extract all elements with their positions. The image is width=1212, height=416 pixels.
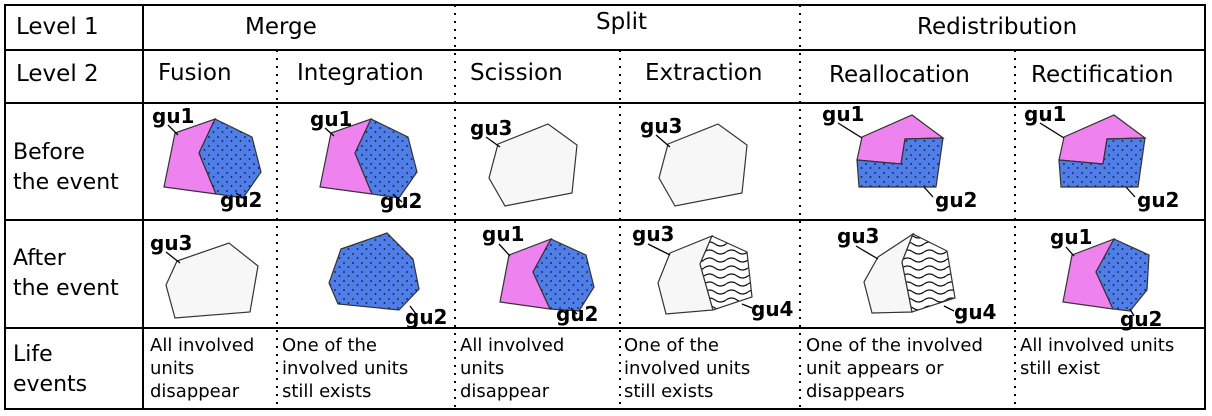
leader-line [655,134,671,148]
leader-line [570,307,578,315]
leader-line [235,192,247,201]
label-gu2: gu2 [1137,188,1179,212]
label-gu3: gu3 [837,224,879,248]
unit-gu2-shape [1058,137,1146,188]
life-integration: One of the involved units still exists [282,334,408,403]
label-gu2: gu2 [556,302,598,326]
leader-line [923,186,934,198]
life-line: disappear [150,381,240,402]
event-fusion: Fusion [158,60,232,86]
label-gu1: gu1 [152,104,194,128]
life-line: unit appears or [806,358,944,379]
unit-gu3-shape [165,242,259,319]
unit-gu3-shape [658,123,748,207]
label-gu2: gu2 [1120,307,1162,331]
life-line: One of the [624,335,719,356]
leader-line [855,245,879,260]
label-gu3: gu3 [470,116,512,140]
life-line: All involved units [1020,335,1175,356]
label-gu2: gu2 [935,188,977,212]
label-gu1: gu1 [1024,102,1066,126]
row-life-label: Life events [13,340,87,400]
life-line: still exist [1020,358,1101,379]
row-life-line2: events [13,372,88,397]
life-line: One of the involved [806,335,983,356]
leader-line [392,193,403,203]
label-gu2: gu2 [220,188,262,212]
row-after-line1: After [13,246,66,271]
event-reallocation: Reallocation [829,62,970,88]
unit-gu4-shape [699,235,753,311]
unit-gu2-shape [1095,238,1150,312]
leader-line [837,122,863,139]
level2-label: Level 2 [16,61,99,87]
life-line: still exists [282,381,372,402]
leader-line [498,243,511,257]
label-gu3: gu3 [632,222,674,246]
unit-gu2-shape [354,118,418,199]
unit-gu4-shape [901,233,956,313]
group-split: Split [596,9,647,35]
level1-label: Level 1 [16,14,99,40]
event-rectification: Rectification [1031,62,1174,88]
label-gu3: gu3 [150,231,192,255]
life-line: units [150,358,195,379]
life-fusion: All involved units disappear [150,334,254,403]
row-before-label: Before the event [13,138,119,198]
leader-line [167,124,179,136]
row-before-line2: the event [13,170,119,195]
label-gu4: gu4 [954,300,996,324]
label-gu1: gu1 [482,222,524,246]
leader-line [1039,122,1065,139]
life-line: disappear [460,381,550,402]
life-line: All involved [150,335,255,356]
life-line: units [460,358,505,379]
label-gu1: gu1 [822,102,864,126]
life-rectification: All involved units still exist [1020,334,1174,380]
leader-line [324,127,335,137]
event-extraction: Extraction [645,60,763,86]
row-after-label: After the event [13,244,119,304]
life-scission: All involved units disappear [460,334,564,403]
row-after-line2: the event [13,276,119,301]
label-gu3: gu3 [640,114,682,138]
unit-gu2-shape [532,238,595,312]
unit-gu3-shape [488,123,578,207]
unit-gu2-shape [328,232,420,311]
leader-line [741,303,753,309]
life-line: One of the [282,335,377,356]
row-life-line1: Life [13,342,53,367]
life-line: involved units [624,358,751,379]
life-reallocation: One of the involved unit appears or disa… [806,334,983,403]
event-scission: Scission [470,60,563,86]
leader-line [943,305,955,312]
life-line: involved units [282,358,409,379]
label-gu4: gu4 [751,297,793,321]
leader-line [1125,186,1136,198]
unit-gu2-shape [856,137,944,188]
event-integration: Integration [297,60,424,86]
group-redistribution: Redistribution [917,14,1078,40]
leader-line [165,251,181,264]
life-line: All involved [460,335,565,356]
label-gu1: gu1 [1050,225,1092,249]
label-gu1: gu1 [310,107,352,131]
leader-line [409,305,417,315]
leader-line [1065,246,1075,257]
leader-line [485,136,501,148]
life-line: still exists [624,381,714,402]
life-extraction: One of the involved units still exists [624,334,750,403]
row-before-line1: Before [13,140,85,165]
group-merge: Merge [245,14,317,40]
table-border [4,4,1206,410]
leader-line [647,243,671,256]
life-line: disappears [806,381,905,402]
leader-line [1129,308,1135,317]
